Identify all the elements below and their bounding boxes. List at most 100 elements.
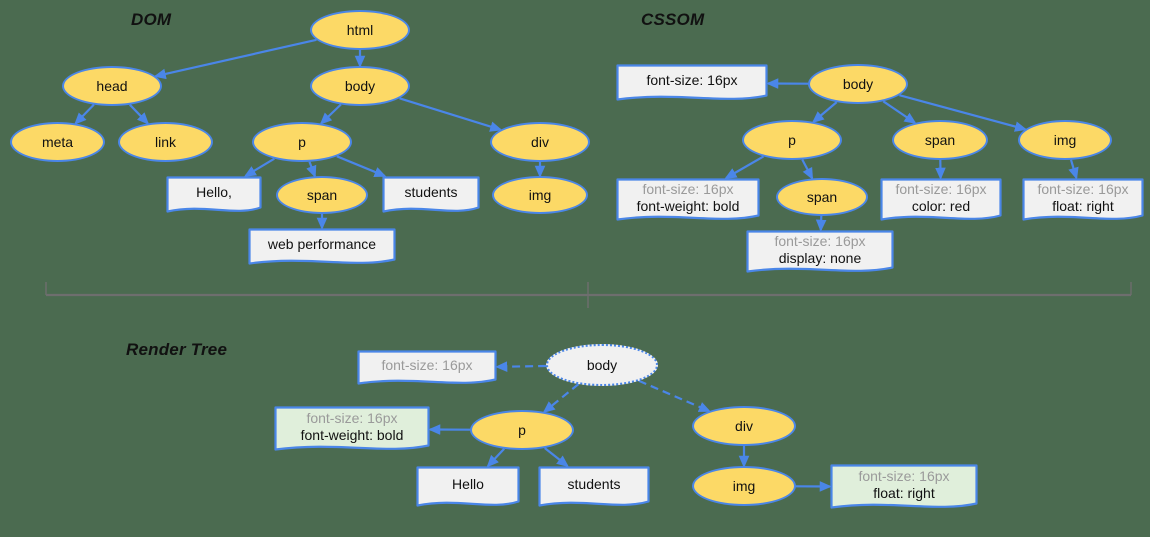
dom-box-hello: Hello, [166, 176, 262, 214]
node-label: html [346, 22, 374, 38]
section-title-cssom: CSSOM [641, 10, 705, 29]
rule-line: font-weight: bold [636, 198, 740, 214]
node-label: img [1053, 132, 1077, 148]
node-label: meta [41, 134, 74, 150]
rule-line-inherited: font-size: 16px [642, 180, 734, 197]
edge-c-img-to-c-img-rule [1068, 159, 1079, 180]
rule-line: float: right [1052, 198, 1114, 214]
edge-r-p-to-r-students [544, 447, 569, 468]
dom-node-body: body [310, 66, 410, 106]
edge-c-span2-to-c-span2-rule [815, 215, 827, 232]
edge-c-p-to-c-p-rule [724, 155, 765, 179]
edge-p-to-hello [243, 157, 275, 177]
dom-node-link: link [118, 122, 213, 162]
dom-node-span: span [276, 176, 368, 214]
render-box-students: students [538, 466, 650, 508]
node-label: img [528, 187, 552, 203]
edge-p-to-span [306, 161, 317, 178]
render-box-r-body-rule: font-size: 16px [357, 350, 497, 386]
dom-node-div: div [490, 122, 590, 162]
node-label: body [586, 357, 618, 373]
box-text: font-size: 16px [381, 357, 472, 379]
node-label: div [735, 418, 753, 434]
rule-line-inherited: font-size: 16px [1037, 180, 1129, 197]
node-label: span [306, 187, 338, 203]
node-label: p [298, 134, 306, 150]
dom-node-head: head [62, 66, 162, 106]
rule-line: font-weight: bold [300, 427, 404, 443]
rule-line: color: red [911, 198, 971, 214]
section-title-render-tree: Render Tree [126, 340, 228, 359]
edge-head-to-meta [74, 103, 95, 125]
rule-line-inherited: font-size: 16px [774, 232, 866, 249]
rule-line-inherited: font-size: 16px [858, 467, 950, 484]
cssom-node-span: span [892, 120, 988, 160]
render-node-body: body [546, 344, 658, 386]
edge-c-p-to-c-span2 [801, 159, 814, 181]
dom-node-p: p [252, 122, 352, 162]
box-text: Hello, [196, 184, 232, 201]
node-label: div [531, 134, 549, 150]
cssom-node-img: img [1018, 120, 1112, 160]
node-label: span [924, 132, 956, 148]
cssom-node-body: body [808, 64, 908, 104]
node-label: body [842, 76, 874, 92]
dom-box-students: students [382, 176, 480, 214]
edge-head-to-link [129, 103, 150, 125]
rule-line: display: none [778, 250, 862, 266]
cssom-node-p: p [742, 120, 842, 160]
render-node-div: div [692, 406, 796, 446]
node-label: head [96, 78, 128, 94]
edge-c-body-to-c-p [811, 101, 838, 124]
box-text: students [567, 476, 621, 493]
render-node-img: img [692, 466, 796, 506]
edge-r-body-to-r-body-rule [495, 361, 547, 372]
rule-line-inherited: font-size: 16px [306, 409, 398, 426]
dom-node-img: img [492, 176, 588, 214]
cssom-box-c-body-rule: font-size: 16px [616, 64, 768, 102]
box-text: students [404, 184, 458, 201]
edge-p-to-students [336, 155, 387, 178]
node-label: link [154, 134, 176, 150]
edge-r-p-to-r-hello [486, 448, 505, 468]
box-text: Hello [452, 476, 484, 493]
dom-node-html: html [310, 10, 410, 50]
edge-c-body-to-c-span1 [882, 100, 917, 124]
edge-body-to-p [319, 103, 342, 125]
rule-line-inherited: font-size: 16px [895, 180, 987, 197]
edge-r-body-to-r-div [638, 379, 711, 413]
render-box-hello: Hello [416, 466, 520, 508]
node-label: p [788, 132, 796, 148]
edge-r-body-to-r-p [542, 383, 580, 414]
dom-node-meta: meta [10, 122, 105, 162]
node-label: img [732, 478, 756, 494]
rule-line: float: right [873, 485, 935, 501]
dom-box-web-performance: web performance [248, 228, 396, 266]
node-label: span [806, 189, 838, 205]
node-label: p [518, 422, 526, 438]
edge-html-to-head [153, 38, 317, 80]
rule-line-inherited: font-size: 16px [381, 357, 473, 374]
edge-body-to-div [399, 97, 503, 132]
section-title-dom: DOM [131, 10, 172, 29]
rule-line: font-size: 16px [646, 72, 738, 89]
box-text: font-size: 16px [646, 72, 737, 94]
node-label: body [344, 78, 376, 94]
box-text: web performance [267, 236, 377, 253]
render-node-p: p [470, 410, 574, 450]
section-divider [45, 282, 1132, 308]
